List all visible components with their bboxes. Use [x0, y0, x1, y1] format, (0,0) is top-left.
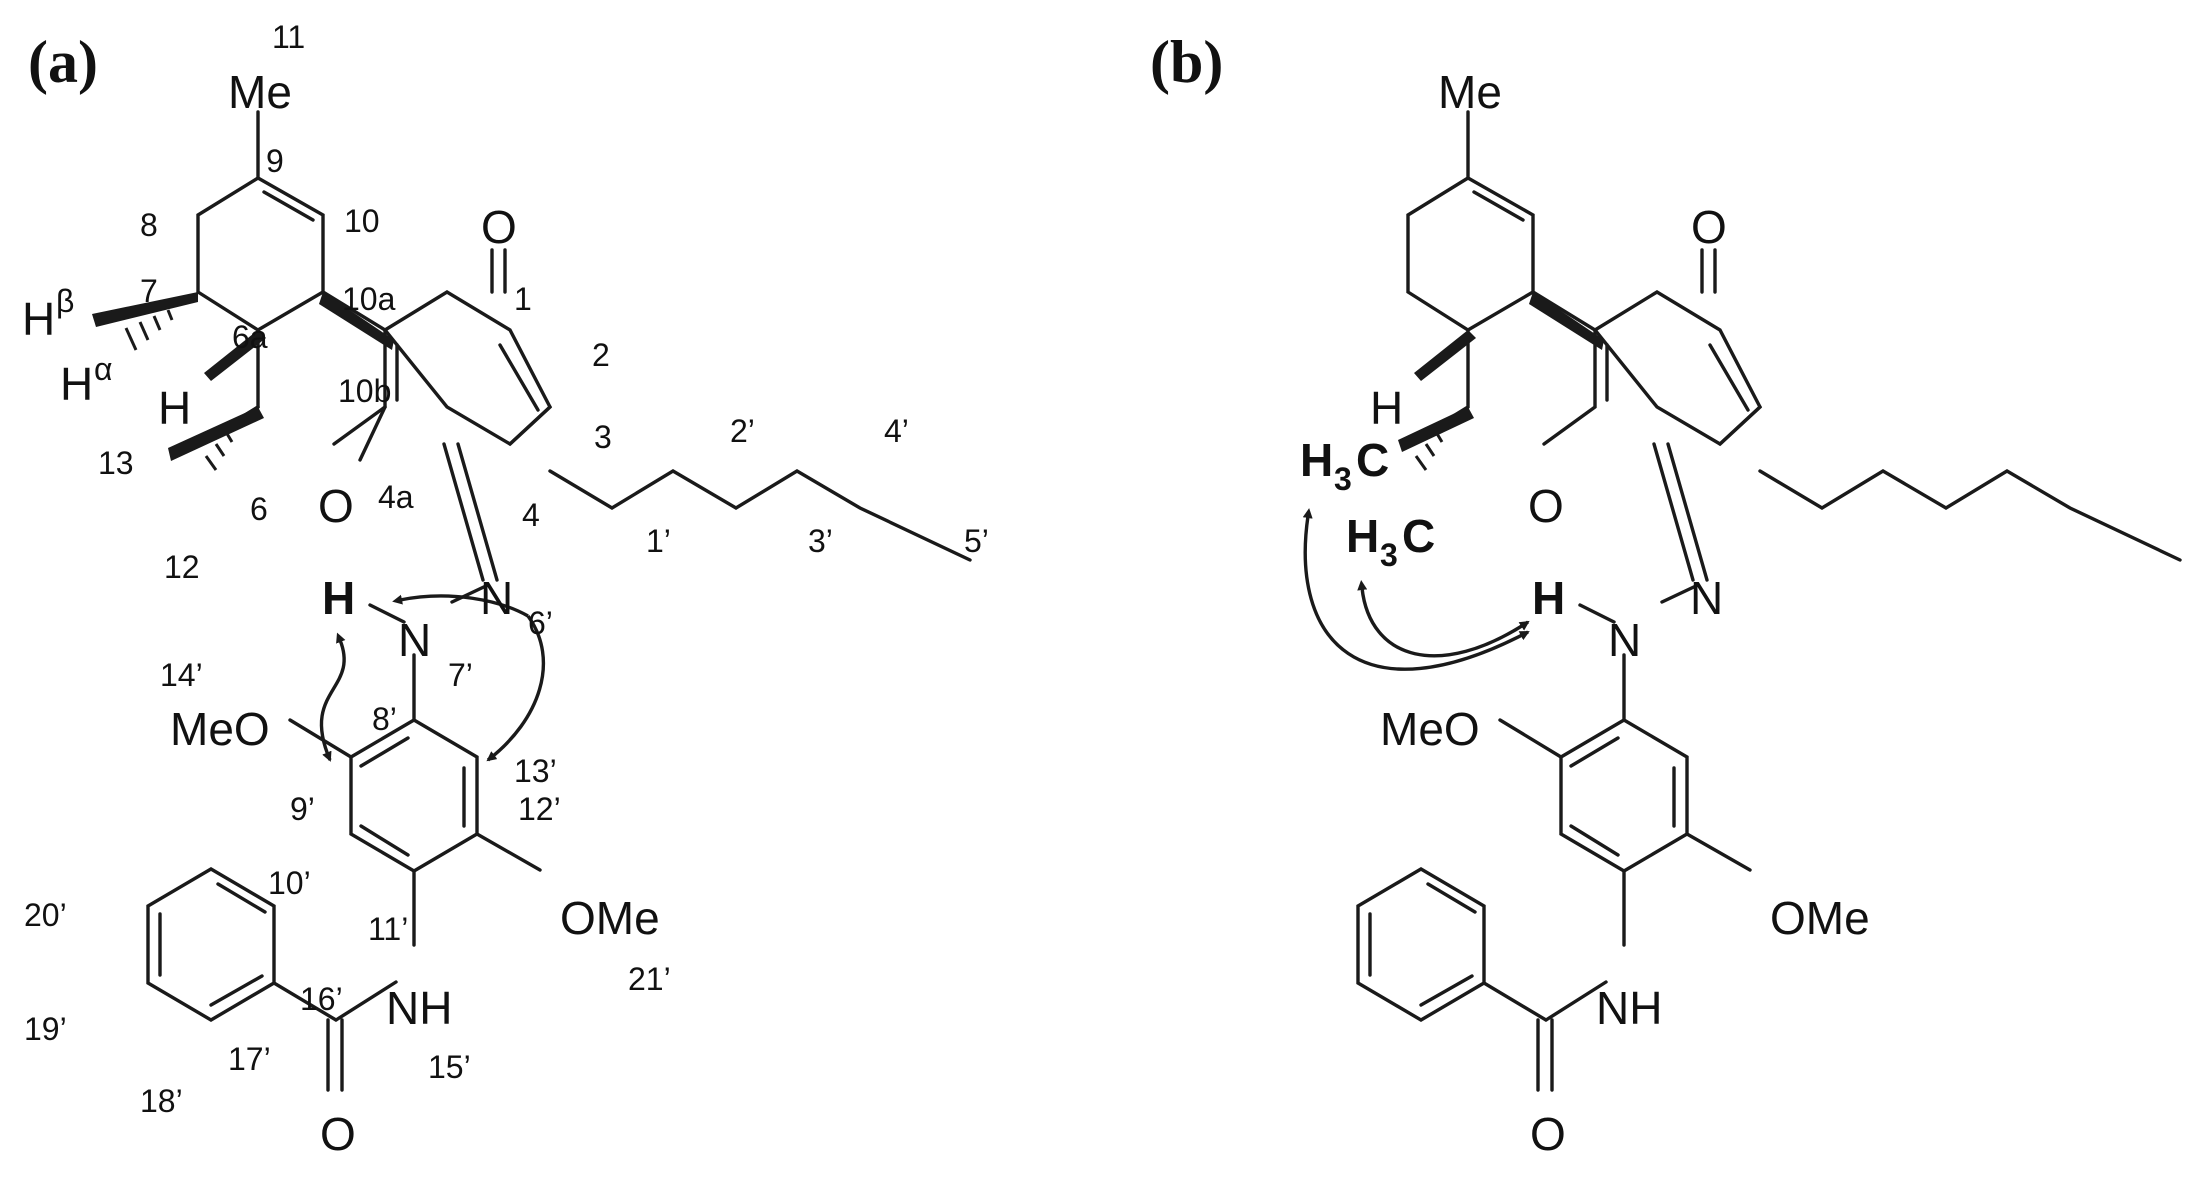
a-carbonyl-o: O [481, 201, 517, 253]
num-15p: 15’ [428, 1049, 471, 1085]
a-meo: MeO [170, 703, 270, 755]
a-amide-o: O [320, 1108, 356, 1160]
num-12: 12 [164, 549, 200, 585]
svg-text:H: H [1346, 510, 1379, 562]
a-ring-o: O [318, 480, 354, 532]
num-13: 13 [98, 445, 134, 481]
svg-text:C: C [1356, 434, 1389, 486]
a-h-beta: H [22, 293, 55, 345]
num-10p: 10’ [268, 865, 311, 901]
num-14p: 14’ [160, 657, 203, 693]
b-carbonyl-o: O [1691, 201, 1727, 253]
num-9: 9 [266, 143, 284, 179]
panel-a-noe-arrows [319, 594, 545, 762]
panel-b-stereo [1398, 292, 1604, 471]
panel-b-label: (b) [1150, 29, 1223, 95]
b-nh-h: H [1532, 572, 1565, 624]
a-ome: OMe [560, 892, 660, 944]
b-h-6a: H [1370, 382, 1403, 434]
num-3p: 3’ [808, 523, 833, 559]
num-1p: 1’ [646, 523, 671, 559]
num-10a: 10a [342, 281, 396, 317]
num-21p: 21’ [628, 961, 671, 997]
num-6p: 6’ [528, 605, 553, 641]
svg-text:3: 3 [1334, 461, 1352, 497]
num-8: 8 [140, 207, 158, 243]
b-nh: NH [1596, 982, 1662, 1034]
num-6: 6 [250, 491, 268, 527]
num-9p: 9’ [290, 791, 315, 827]
b-h3c-upper: H 3 C [1300, 434, 1389, 497]
num-18p: 18’ [140, 1083, 183, 1119]
num-17p: 17’ [228, 1041, 271, 1077]
num-10: 10 [344, 203, 380, 239]
b-ome: OMe [1770, 892, 1870, 944]
svg-text:H: H [1300, 434, 1333, 486]
a-h-alpha: H [60, 358, 93, 410]
b-hydrazine-n: N [1608, 614, 1641, 666]
num-4a: 4a [378, 479, 414, 515]
num-16p: 16’ [300, 981, 343, 1017]
num-6a: 6a [232, 319, 268, 355]
b-h3c-lower: H 3 C [1346, 510, 1435, 573]
num-10b: 10b [338, 373, 391, 409]
panel-b-atoms: Me O O N H N H H 3 C H 3 C MeO OMe NH O [1300, 66, 1870, 1160]
num-7: 7 [140, 273, 158, 309]
a-hydrazine-n: N [398, 614, 431, 666]
num-20p: 20’ [24, 897, 67, 933]
num-3: 3 [594, 419, 612, 455]
a-alpha: α [94, 351, 113, 387]
b-amide-o: O [1530, 1108, 1566, 1160]
a-me-top: Me [228, 66, 292, 118]
a-beta: β [56, 283, 74, 319]
svg-text:3: 3 [1380, 537, 1398, 573]
num-8p: 8’ [372, 701, 397, 737]
num-11p: 11’ [368, 911, 408, 947]
panel-a-stereo [92, 292, 394, 471]
num-19p: 19’ [24, 1011, 67, 1047]
panel-a-atoms: Me O O N H N H H β H α MeO OMe NH O [22, 66, 660, 1160]
b-me-top: Me [1438, 66, 1502, 118]
b-imine-n: N [1690, 572, 1723, 624]
a-h-6a: H [158, 382, 191, 434]
num-1: 1 [514, 281, 532, 317]
a-imine-n: N [480, 572, 513, 624]
b-meo: MeO [1380, 703, 1480, 755]
num-11: 11 [272, 19, 305, 55]
b-ring-o: O [1528, 480, 1564, 532]
num-4p: 4’ [884, 413, 909, 449]
panel-a-label: (a) [28, 29, 98, 95]
num-5p: 5’ [964, 523, 989, 559]
panel-a-bonds [146, 110, 972, 1092]
num-7p: 7’ [448, 657, 473, 693]
a-nh: NH [386, 982, 452, 1034]
panel-a-structure: (a) [22, 19, 989, 1160]
num-2: 2 [592, 337, 610, 373]
panel-b-noe-arrows [1302, 508, 1530, 671]
num-4: 4 [522, 497, 540, 533]
a-nh-h: H [322, 572, 355, 624]
num-2p: 2’ [730, 413, 755, 449]
panel-a-numbering: 11 9 8 10 7 10a 1 2 6a 10b 3 13 6 4a 4 1… [24, 19, 989, 1119]
num-13p: 13’ [514, 753, 557, 789]
panel-b-structure: (b) [1150, 29, 2182, 1160]
svg-text:C: C [1402, 510, 1435, 562]
panel-b-bonds [1356, 110, 2182, 1092]
num-12p: 12’ [518, 791, 561, 827]
